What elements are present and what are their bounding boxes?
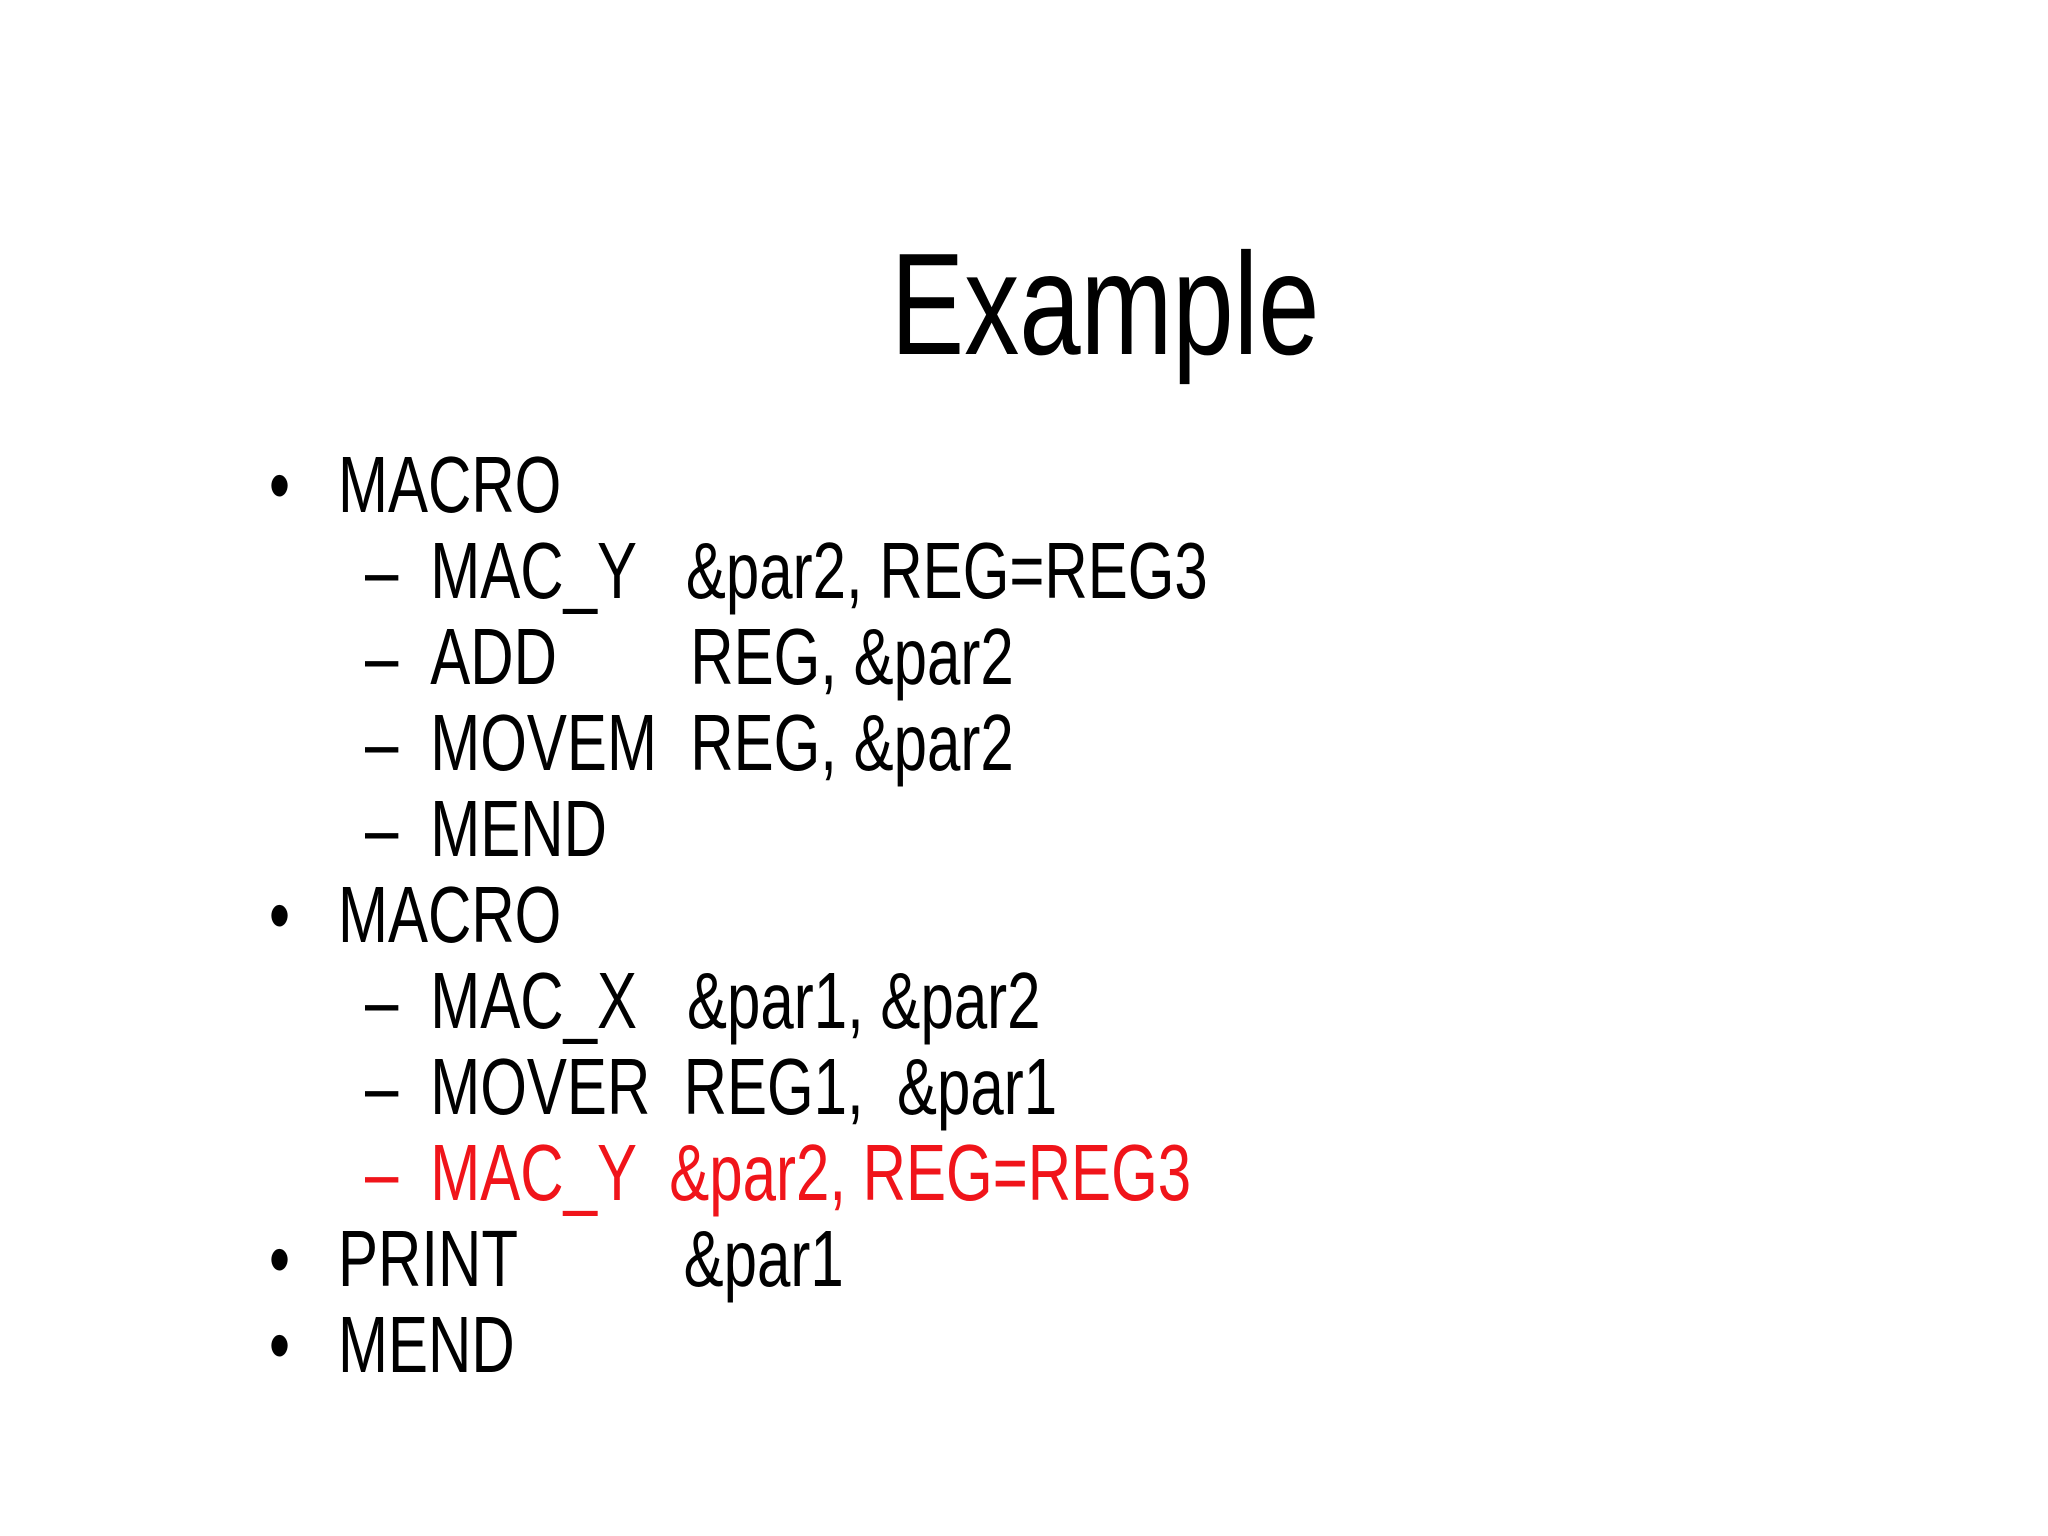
bullet-item: • MEND xyxy=(0,1216,2048,1388)
dash-icon: – xyxy=(365,956,399,1045)
dash-icon: – xyxy=(365,1042,399,1131)
bullet-item: • MACRO xyxy=(0,786,2048,958)
dash-icon: – xyxy=(365,784,399,873)
page-title-text: Example xyxy=(890,223,1319,385)
sub-bullet-item-text: MAC_Y &par2, REG=REG3 xyxy=(430,526,1209,615)
bullet-item-text: MEND xyxy=(338,1300,516,1389)
bullet-item-text: MACRO xyxy=(338,440,562,529)
dash-icon: – xyxy=(365,612,399,701)
bullet-icon: • xyxy=(269,870,291,959)
bullet-icon: • xyxy=(269,1214,291,1303)
dash-icon: – xyxy=(365,1128,399,1217)
sub-bullet-item-text: ADD REG, &par2 xyxy=(430,612,1015,701)
sub-bullet-item: –MAC_X &par1, &par2 xyxy=(0,872,2048,1044)
dash-icon: – xyxy=(365,526,399,615)
bullet-item-text: MACRO xyxy=(338,870,562,959)
sub-bullet-item-text: MOVEM REG, &par2 xyxy=(430,698,1015,787)
sub-bullet-item: –MOVER REG1, &par1 xyxy=(0,958,2048,1130)
sub-bullet-item: –MAC_Y &par2, REG=REG3 xyxy=(0,442,2048,614)
bullet-item: • PRINT &par1 xyxy=(0,1130,2048,1302)
sub-bullet-item-text: MEND xyxy=(430,784,608,873)
sub-bullet-item-text: MAC_X &par1, &par2 xyxy=(430,956,1041,1045)
dash-icon: – xyxy=(365,698,399,787)
sub-bullet-item-text: MOVER REG1, &par1 xyxy=(430,1042,1058,1131)
sub-bullet-item: –MOVEM REG, &par2 xyxy=(0,614,2048,786)
sub-bullet-item: –ADD REG, &par2 xyxy=(0,528,2048,700)
sub-bullet-item-text: MAC_Y &par2, REG=REG3 xyxy=(430,1128,1192,1217)
page-title: Example xyxy=(0,87,2048,522)
bullet-item: • MACRO xyxy=(0,356,2048,528)
bullet-list: •MACRO –MAC_Y &par2, REG=REG3 –ADD REG, … xyxy=(0,356,2048,1388)
bullet-icon: • xyxy=(269,440,291,529)
bullet-icon: • xyxy=(269,1300,291,1389)
sub-bullet-item-highlighted: –MAC_Y &par2, REG=REG3 xyxy=(0,1044,2048,1216)
bullet-item-text: PRINT &par1 xyxy=(338,1214,845,1303)
sub-bullet-item: –MEND xyxy=(0,700,2048,872)
